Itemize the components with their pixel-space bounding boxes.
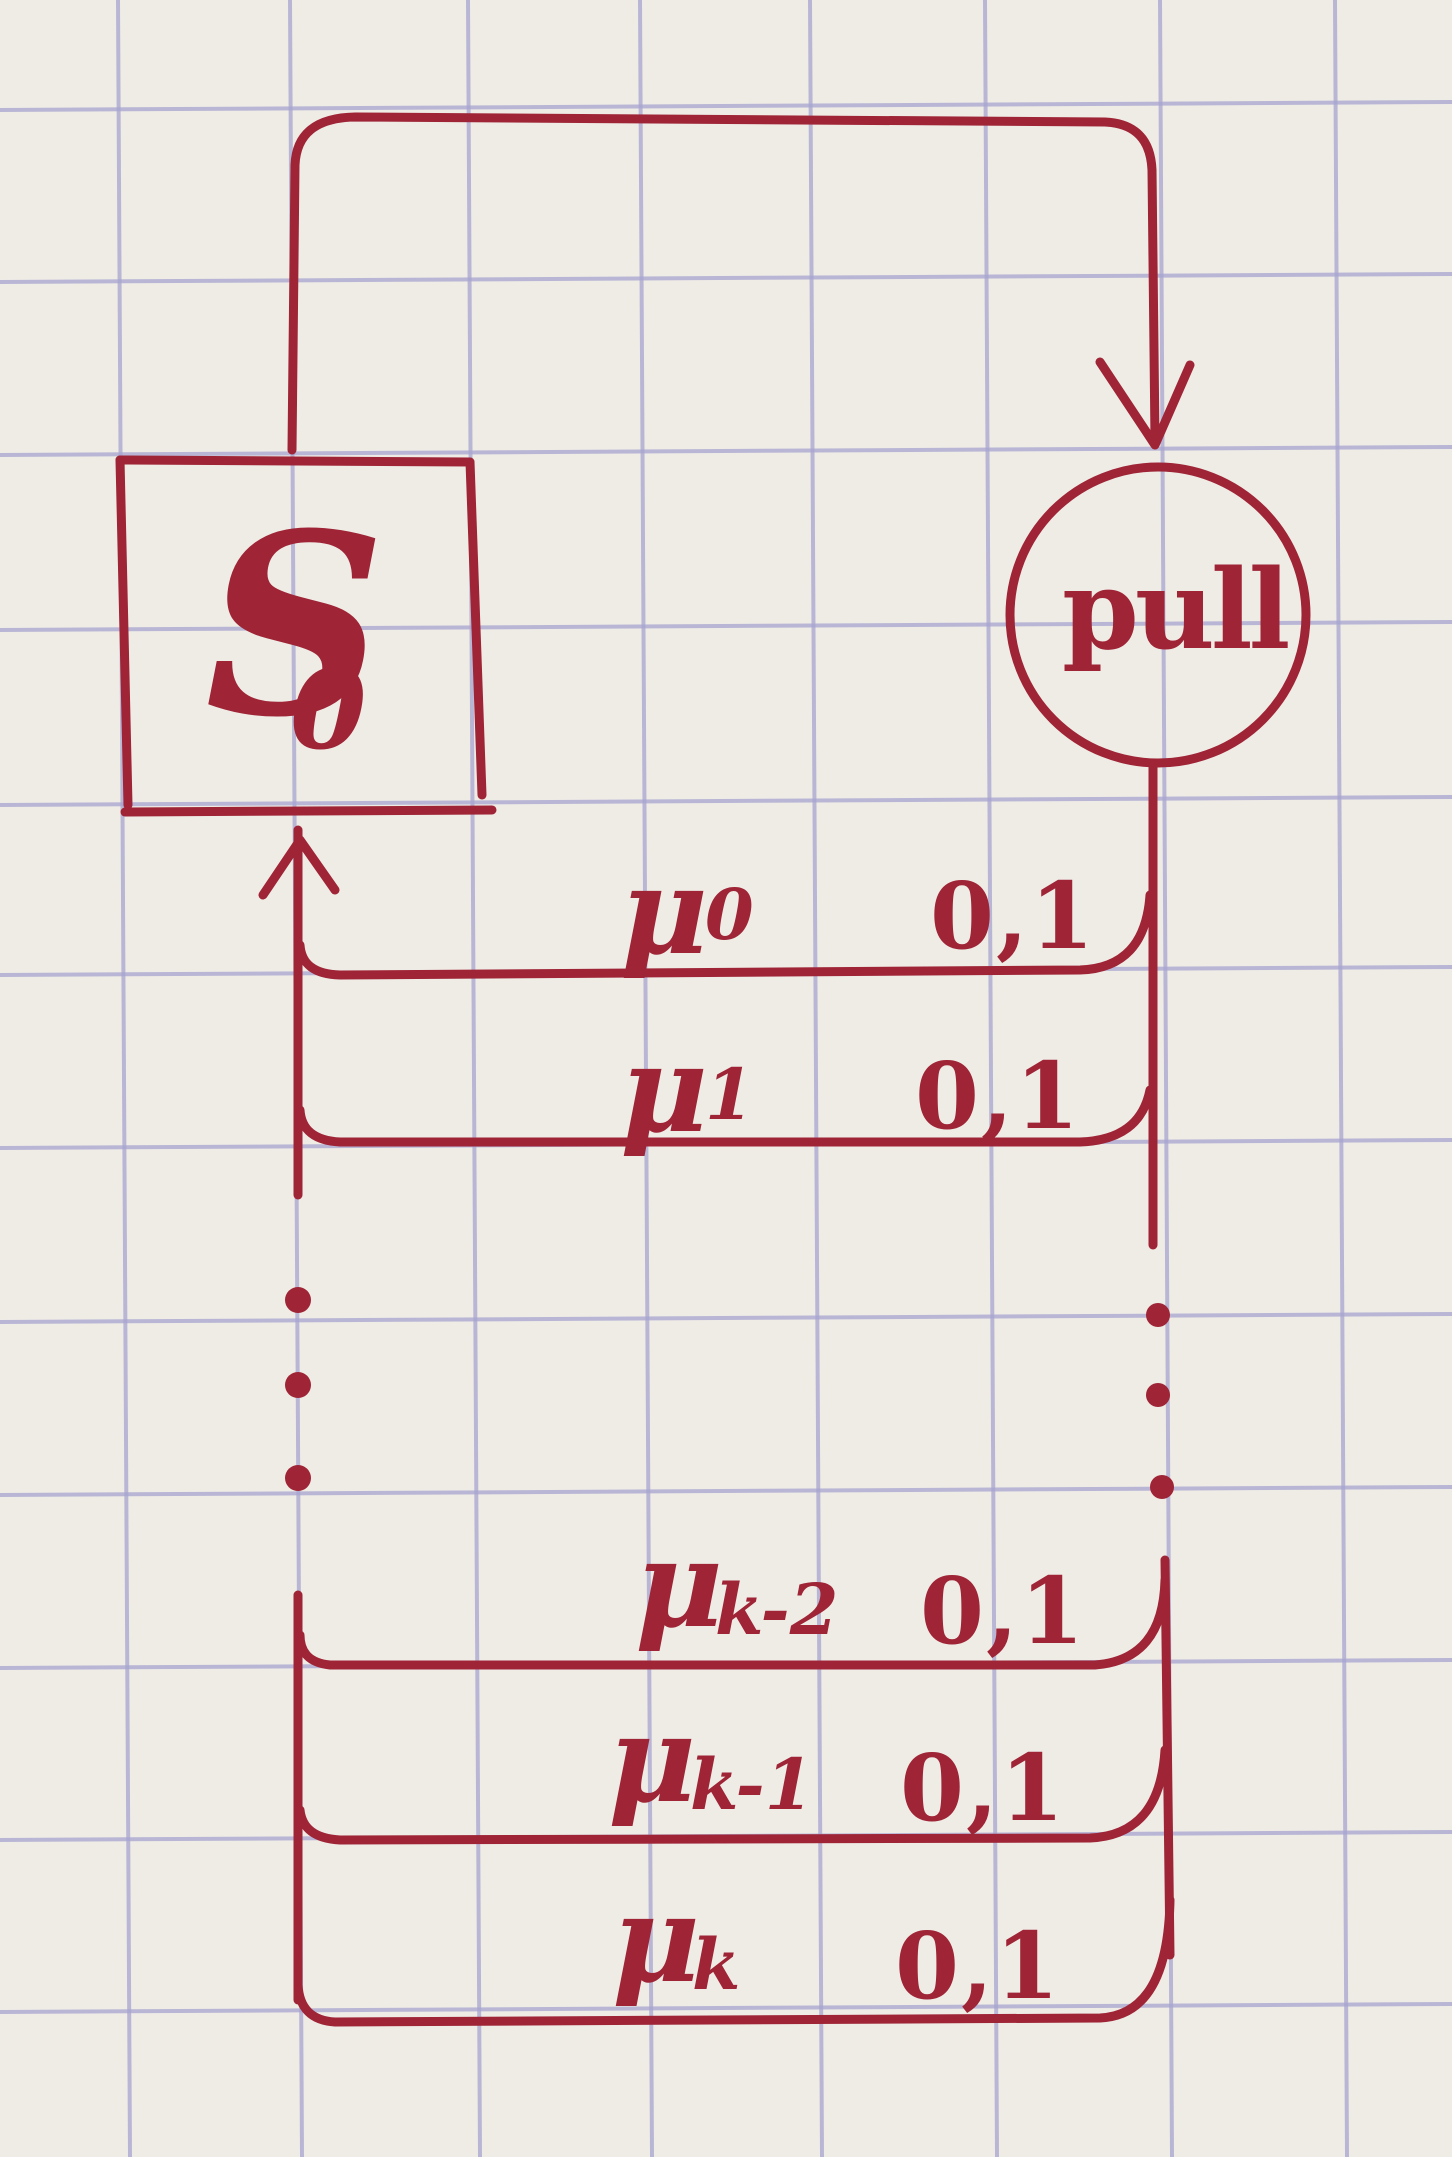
transition-band-k-2	[295, 1575, 1170, 1670]
transition-k-1-label: μ	[608, 1689, 696, 1830]
state-box	[115, 455, 497, 817]
grid-line-vertical	[1333, 0, 1349, 2157]
transition-k-2-label: μ	[635, 1514, 723, 1655]
ellipsis-left	[285, 1287, 311, 1491]
grid-line-horizontal	[0, 272, 1452, 284]
transition-1-probability: 0,1	[915, 1042, 1082, 1150]
pull-label: pull	[1062, 545, 1290, 674]
transition-1-label: μ	[620, 1019, 708, 1160]
grid-line-vertical	[466, 0, 482, 2157]
transition-k-label: μ	[612, 1869, 700, 2010]
grid-line-horizontal	[0, 795, 1452, 807]
pull-circle	[1005, 462, 1311, 768]
grid-line-vertical	[808, 0, 824, 2157]
arrowhead-into-pull	[1095, 357, 1195, 450]
transition-0-probability: 0,1	[930, 862, 1097, 970]
transition-k-probability: 0,1	[895, 1912, 1062, 2020]
transition-band-k	[293, 1895, 1175, 2027]
grid-line-horizontal	[0, 2002, 1452, 2014]
transition-1-subscript: 1	[705, 1053, 754, 1136]
grid-line-vertical	[116, 0, 132, 2157]
transition-k-1-subscript: k-1	[690, 1743, 814, 1826]
transition-k-1-probability: 0,1	[900, 1734, 1067, 1842]
state-label: S	[205, 478, 386, 772]
transition-0-label: μ	[620, 841, 708, 982]
grid-line-horizontal	[0, 445, 1452, 457]
grid-line-vertical	[638, 0, 654, 2157]
grid-line-horizontal	[0, 100, 1452, 112]
grid-line-horizontal	[0, 1312, 1452, 1324]
transition-k-2-subscript: k-2	[715, 1568, 839, 1651]
transition-band-1	[295, 1085, 1155, 1147]
grid-line-vertical	[983, 0, 999, 2157]
transition-k-2-probability: 0,1	[920, 1557, 1087, 1665]
grid-line-horizontal	[0, 1485, 1452, 1497]
transition-band-0	[295, 890, 1155, 980]
transition-0-subscript: 0	[705, 873, 754, 956]
top-edge-to-pull	[287, 112, 1160, 455]
arrowhead-into-state	[258, 835, 340, 900]
grid-line-horizontal	[0, 620, 1452, 632]
transition-k-subscript: k	[692, 1923, 741, 2006]
ellipsis-right	[1146, 1303, 1174, 1499]
transition-band-k-1	[295, 1745, 1170, 1845]
state-subscript: 0	[290, 645, 367, 774]
